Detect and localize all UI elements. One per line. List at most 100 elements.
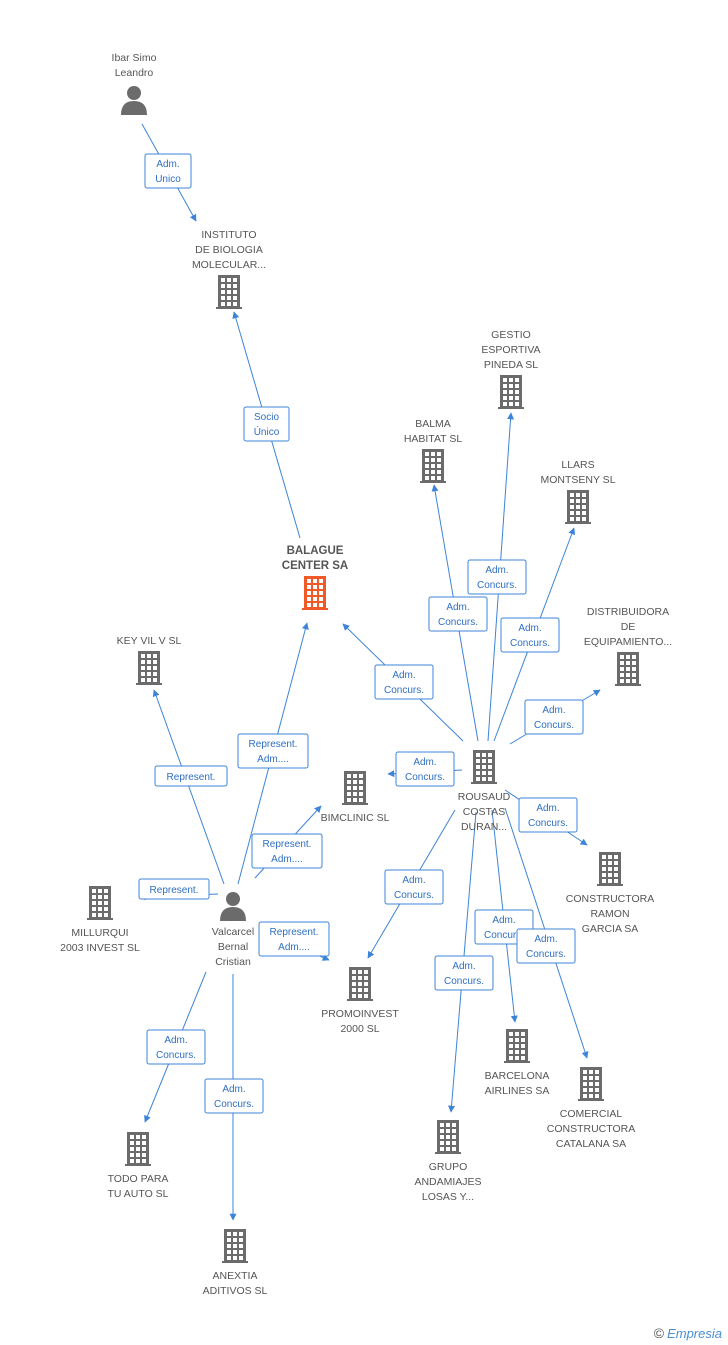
building-window xyxy=(620,673,624,677)
building-window xyxy=(503,390,507,394)
edge-label-valcarcel-millurqui[interactable]: Represent. xyxy=(138,878,210,900)
edge-label-rousaud-balma[interactable]: Adm.Concurs. xyxy=(428,596,488,632)
edge-label-rousaud-distribuidora[interactable]: Adm.Concurs. xyxy=(524,699,584,735)
edge-label-rousaud-promoinvest[interactable]: Adm.Concurs. xyxy=(384,869,444,905)
edge-label-valcarcel-promoinvest[interactable]: Represent.Adm.... xyxy=(258,921,330,957)
edge-label-rousaud-comercial[interactable]: Adm.Concurs. xyxy=(516,928,576,964)
edge-label-valcarcel-keyvil[interactable]: Represent. xyxy=(154,765,228,787)
building-window xyxy=(476,777,480,781)
edge-label-rousaud-gestio[interactable]: Adm.Concurs. xyxy=(467,559,527,595)
person-icon xyxy=(121,86,147,115)
edge-label-text: Adm. xyxy=(413,757,436,768)
building-window xyxy=(446,1129,450,1133)
edge-label-text: Adm. xyxy=(402,875,425,886)
building-window xyxy=(515,378,519,382)
edge-label-rousaud-bimclinic[interactable]: Adm.Concurs. xyxy=(395,751,455,787)
building-window xyxy=(482,765,486,769)
node-label: CENTER SA xyxy=(282,560,348,572)
building-window xyxy=(319,597,323,601)
node-rousaud[interactable]: ROUSAUDCOSTASDURAN... xyxy=(458,750,511,833)
building-window xyxy=(437,452,441,456)
building-base xyxy=(216,307,242,309)
building-icon xyxy=(615,652,641,686)
edge-label-valcarcel-anextia[interactable]: Adm.Concurs. xyxy=(204,1078,264,1114)
node-label: INSTITUTO xyxy=(201,229,256,241)
building-icon xyxy=(302,576,328,610)
edge-label-valcarcel-balague[interactable]: Represent.Adm.... xyxy=(237,733,309,769)
edge-label-ibar-instituto[interactable]: Adm.Unico xyxy=(144,153,192,189)
building-window xyxy=(319,591,323,595)
edge-label-rousaud-balague[interactable]: Adm.Concurs. xyxy=(374,664,434,700)
building-window xyxy=(425,452,429,456)
building-window xyxy=(425,470,429,474)
node-label: DE BIOLOGIA xyxy=(195,244,263,256)
edge-label-text: Represent. xyxy=(249,739,298,750)
edge-label-valcarcel-bimclinic[interactable]: Represent.Adm.... xyxy=(251,833,323,869)
edge-valcarcel-keyvil xyxy=(152,689,225,885)
node-label: ESPORTIVA xyxy=(481,344,540,356)
building-window xyxy=(153,678,157,682)
node-bimclinic[interactable]: BIMCLINIC SL xyxy=(321,771,390,824)
edge-label-text: Concurs. xyxy=(384,685,424,696)
edge-label-rousaud-constructora[interactable]: Adm.Concurs. xyxy=(518,797,578,833)
building-icon xyxy=(498,375,524,409)
node-keyvil[interactable]: KEY VIL V SL xyxy=(117,635,182,685)
node-label: HABITAT SL xyxy=(404,433,463,445)
building-window xyxy=(632,655,636,659)
building-window xyxy=(431,476,435,480)
building-window xyxy=(319,585,323,589)
brand-logo[interactable]: Empresia xyxy=(667,1326,722,1341)
building-window xyxy=(104,901,108,905)
building-window xyxy=(515,402,519,406)
building-window xyxy=(221,302,225,306)
building-window xyxy=(583,1094,587,1098)
edge-label-rousaud-llars[interactable]: Adm.Concurs. xyxy=(500,617,560,653)
building-window xyxy=(614,867,618,871)
node-distribuidora[interactable]: DISTRIBUIDORADEEQUIPAMIENTO... xyxy=(584,606,672,686)
building-window xyxy=(104,895,108,899)
building-window xyxy=(147,660,151,664)
building-window xyxy=(488,753,492,757)
building-window xyxy=(602,873,606,877)
building-window xyxy=(98,895,102,899)
edge-label-valcarcel-todopara[interactable]: Adm.Concurs. xyxy=(146,1029,206,1065)
building-window xyxy=(136,1147,140,1151)
building-window xyxy=(307,579,311,583)
building-window xyxy=(227,296,231,300)
building-icon xyxy=(222,1229,248,1263)
building-window xyxy=(313,597,317,601)
building-window xyxy=(431,452,435,456)
edge-label-rousaud-grupo[interactable]: Adm.Concurs. xyxy=(434,955,494,991)
building-window xyxy=(104,907,108,911)
building-icon xyxy=(597,852,623,886)
building-base xyxy=(347,999,373,1001)
building-window xyxy=(589,1076,593,1080)
person-body xyxy=(220,907,246,921)
edge-label-text: Adm. xyxy=(452,961,475,972)
edge-label-box xyxy=(516,928,576,964)
building-window xyxy=(347,792,351,796)
building-window xyxy=(353,798,357,802)
building-window xyxy=(358,988,362,992)
building-window xyxy=(142,1141,146,1145)
building-window xyxy=(313,591,317,595)
building-window xyxy=(570,499,574,503)
building-window xyxy=(440,1129,444,1133)
building-window xyxy=(509,1056,513,1060)
